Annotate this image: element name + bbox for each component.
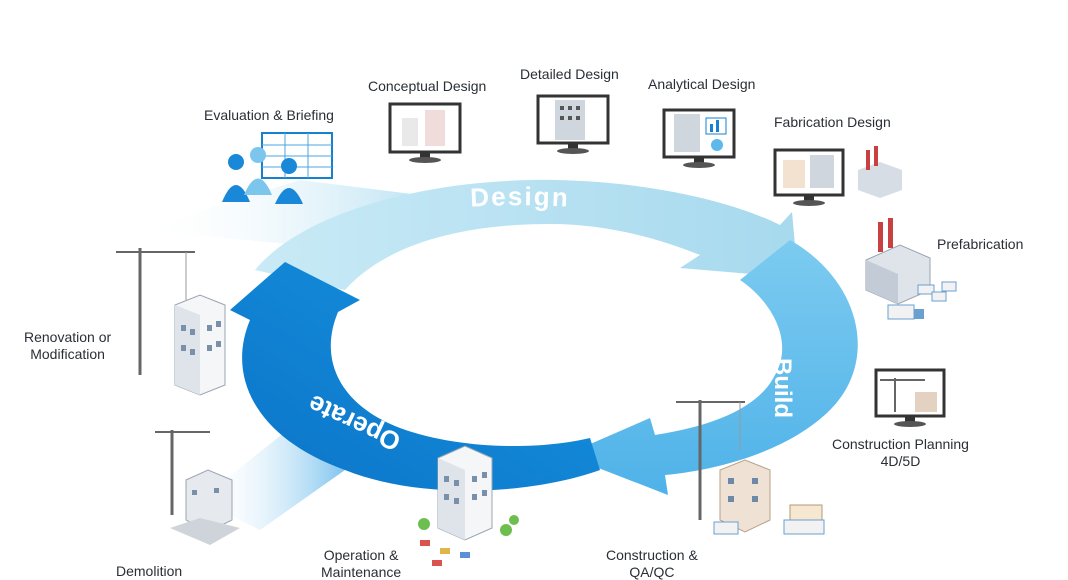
stage-fabrication-label: Fabrication Design bbox=[774, 114, 891, 130]
demolition-crane-icon bbox=[155, 430, 240, 545]
conceptual-monitor-icon bbox=[388, 102, 462, 163]
stage-renovation-line1: Renovation or bbox=[24, 329, 112, 345]
prefabrication-factory-icon bbox=[865, 214, 931, 305]
stage-detailed-label: Detailed Design bbox=[520, 66, 619, 82]
stage-operation-line2: Maintenance bbox=[321, 564, 402, 580]
phase-build-label: Build bbox=[769, 358, 796, 418]
analytical-monitor-icon bbox=[662, 108, 736, 168]
stage-planning-label: Construction Planning 4D/5D bbox=[832, 436, 969, 470]
stage-construction-line2: QA/QC bbox=[629, 564, 675, 580]
stage-renovation-line2: Modification bbox=[30, 346, 105, 362]
phase-design-label: Design bbox=[469, 181, 570, 212]
design-band bbox=[255, 179, 798, 290]
entry-tail bbox=[140, 180, 420, 245]
small-factory-icon bbox=[858, 146, 902, 198]
stage-construction-label: Construction & QA/QC bbox=[606, 547, 698, 580]
stage-conceptual-label: Conceptual Design bbox=[368, 78, 487, 94]
stage-operation-line1: Operation & bbox=[323, 547, 399, 563]
stage-evaluation-label: Evaluation & Briefing bbox=[204, 107, 334, 123]
fabrication-monitor-icon bbox=[773, 148, 845, 206]
construction-site-crane-icon bbox=[676, 400, 825, 535]
stage-renovation-label: Renovation or Modification bbox=[24, 329, 111, 363]
stage-construction-line1: Construction & bbox=[606, 547, 698, 563]
evaluation-people-icon bbox=[222, 132, 333, 204]
stage-planning-line1: Construction Planning bbox=[832, 436, 969, 452]
delivery-trucks-icon bbox=[887, 281, 957, 320]
construction-planning-monitor-icon bbox=[874, 368, 946, 427]
stage-prefabrication-label: Prefabrication bbox=[937, 236, 1024, 252]
operate-band bbox=[230, 262, 600, 491]
operation-building-icon bbox=[418, 445, 519, 566]
build-band bbox=[565, 240, 858, 495]
renovation-crane-icon bbox=[116, 248, 226, 396]
stage-planning-line2: 4D/5D bbox=[880, 453, 921, 469]
stage-demolition-label: Demolition bbox=[116, 563, 183, 579]
stage-operation-label: Operation & Maintenance bbox=[321, 547, 401, 580]
detailed-monitor-icon bbox=[536, 94, 610, 154]
stage-analytical-label: Analytical Design bbox=[648, 76, 756, 92]
